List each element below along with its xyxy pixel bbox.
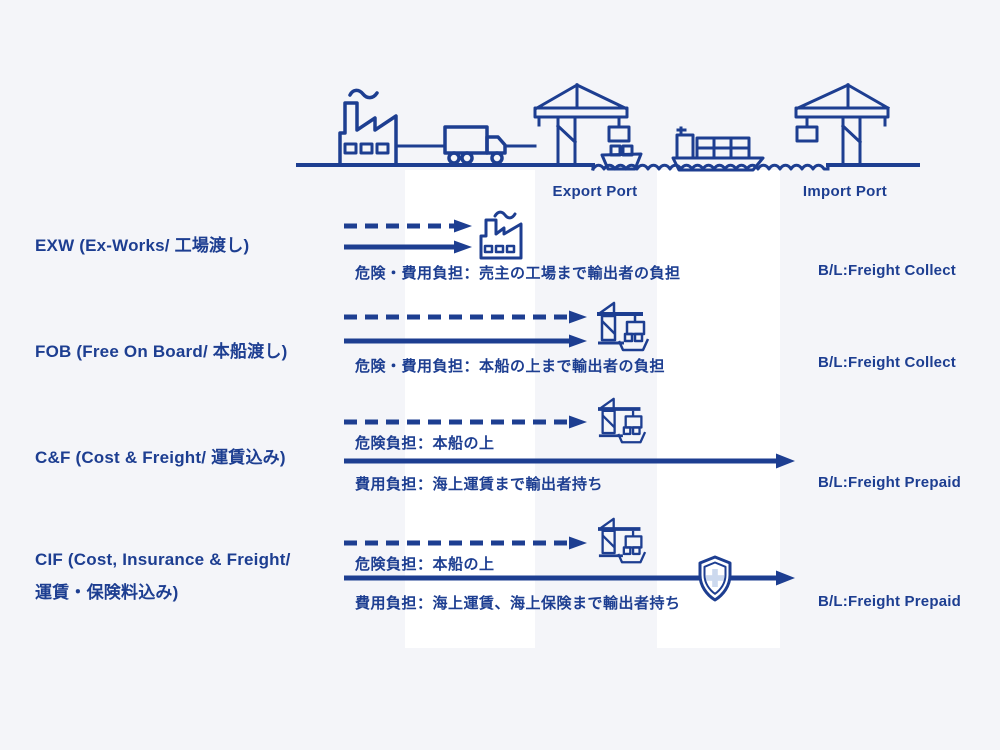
bl-status-cf: B/L:Freight Prepaid (818, 474, 961, 491)
port-crane-icon (598, 517, 647, 564)
risk-arrow-dashed (344, 415, 587, 429)
cost-arrow-solid (344, 240, 472, 254)
export-crane-icon (533, 82, 631, 167)
risk-cost-caption-fob: 危険・費用負担：本船の上まで輸出者の負担 (355, 358, 666, 375)
import-port-label: Import Port (802, 183, 888, 200)
factory-icon (479, 210, 523, 260)
water-wave-line (590, 163, 830, 172)
cargo-ship-icon (671, 126, 765, 172)
risk-arrow-dashed (344, 310, 587, 324)
cost-arrow-solid-long (344, 453, 795, 469)
risk-cost-caption-exw: 危険・費用負担：売主の工場まで輸出者の負担 (355, 265, 681, 282)
import-crane-icon (794, 82, 891, 167)
term-label-cif: CIF (Cost, Insurance & Freight/ (35, 550, 291, 569)
bl-status-fob: B/L:Freight Collect (818, 354, 956, 371)
risk-caption-cf: 危険負担：本船の上 (355, 435, 495, 452)
export-port-label: Export Port (552, 183, 638, 200)
truck-icon (443, 125, 507, 165)
dock-ship-icon (600, 144, 643, 171)
term-label-fob: FOB (Free On Board/ 本船渡し) (35, 342, 288, 361)
shield-icon (698, 555, 732, 602)
bl-status-cif: B/L:Freight Prepaid (818, 593, 961, 610)
term-label-cf: C&F (Cost & Freight/ 運賃込み) (35, 448, 286, 467)
risk-arrow-dashed (344, 219, 472, 233)
cost-arrow-solid (344, 334, 587, 348)
risk-arrow-dashed (344, 536, 587, 550)
risk-caption-cif: 危険負担：本船の上 (355, 556, 495, 573)
port-crane-icon (598, 397, 647, 444)
port-crane-icon (597, 301, 650, 352)
cost-caption-cf: 費用負担：海上運賃まで輸出者持ち (355, 476, 604, 493)
harbor-illustration (296, 82, 920, 172)
term-label-exw: EXW (Ex-Works/ 工場渡し) (35, 236, 250, 255)
factory-icon (338, 88, 398, 167)
bl-status-exw: B/L:Freight Collect (818, 262, 956, 279)
term-label-cif-line2: 運賃・保険料込み) (35, 583, 179, 602)
cost-caption-cif: 費用負担：海上運賃、海上保険まで輸出者持ち (355, 595, 681, 612)
